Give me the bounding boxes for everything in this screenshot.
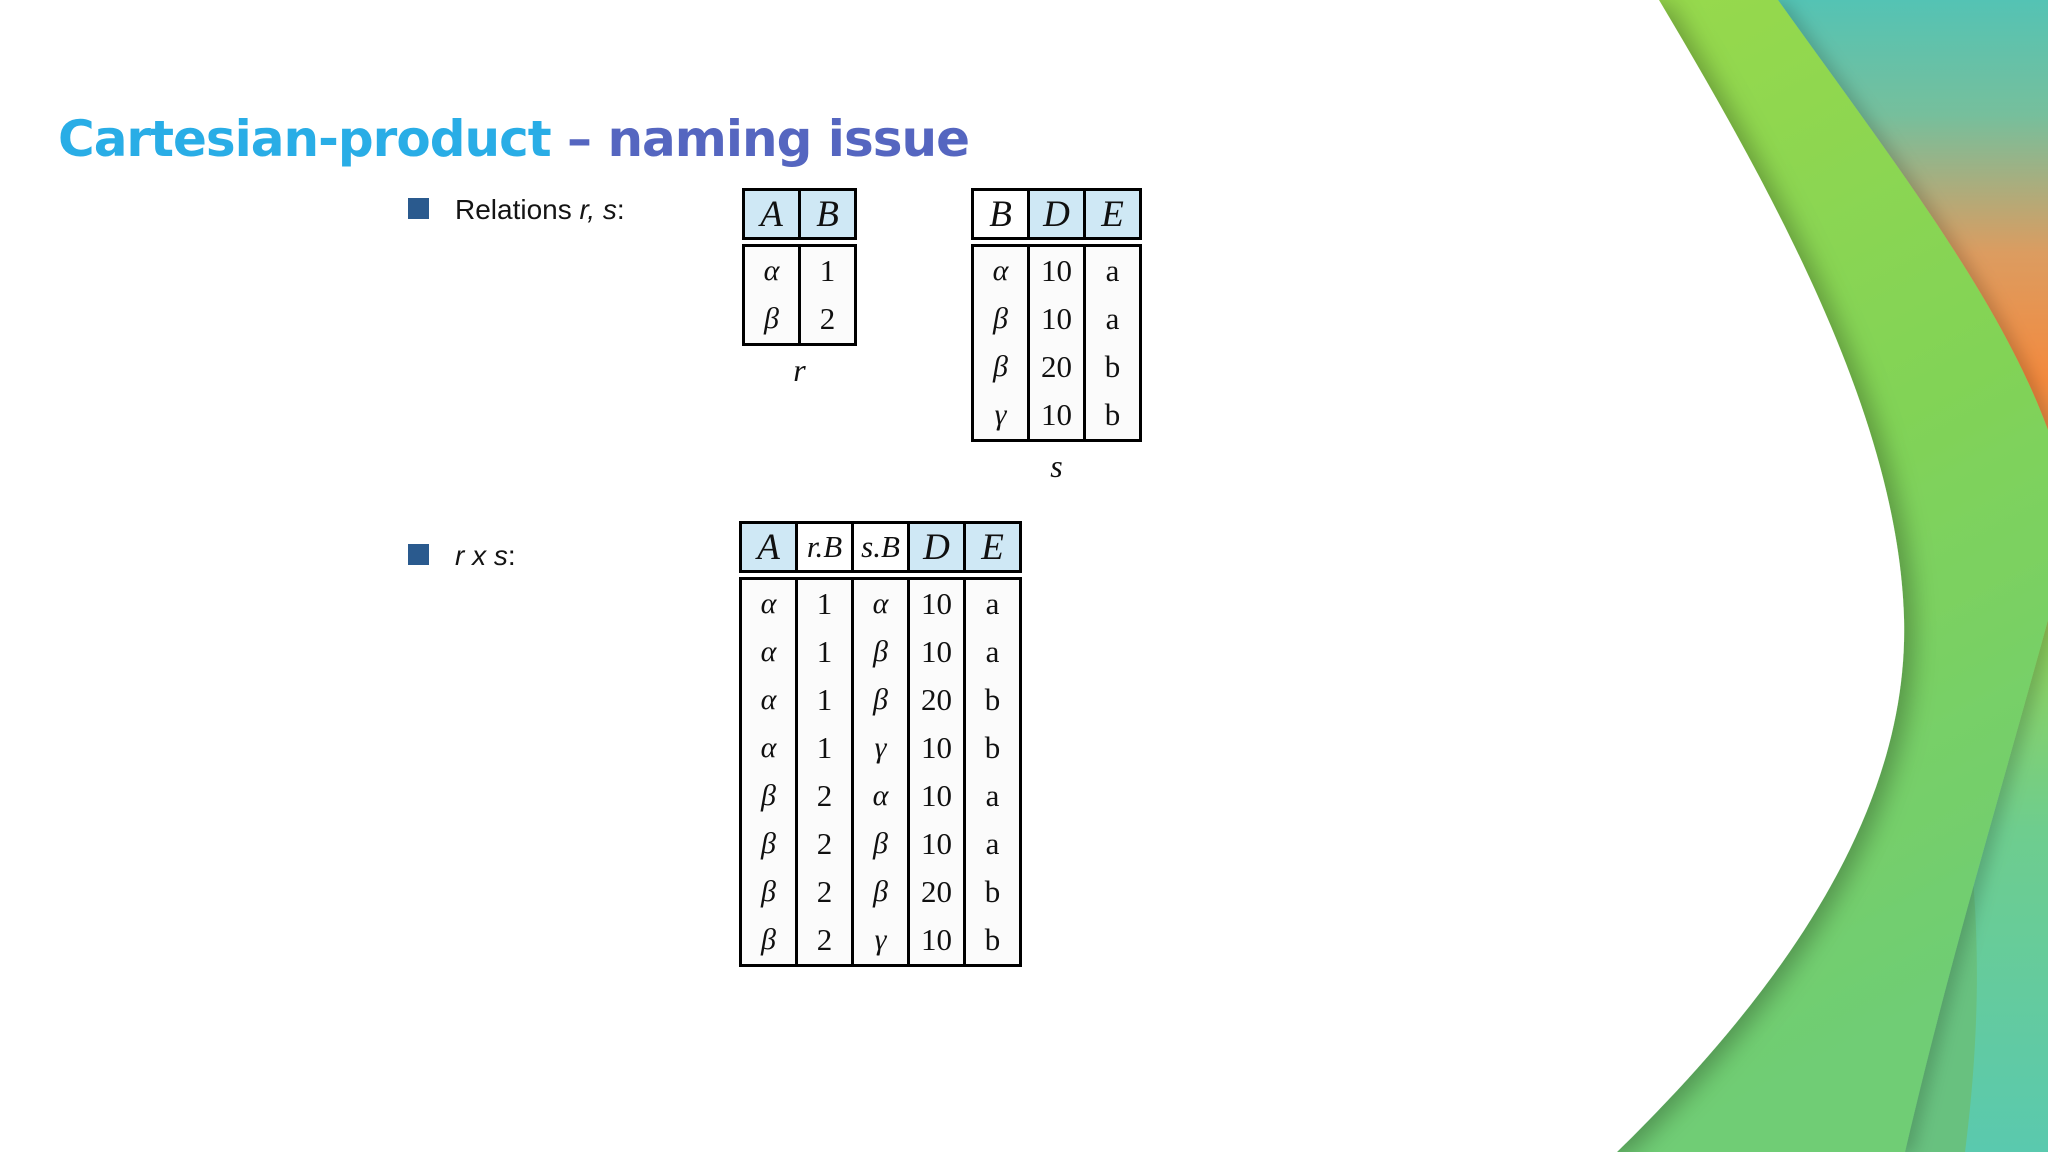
table-cell: 10: [910, 628, 963, 676]
table-cell: β: [974, 343, 1027, 391]
table-cell: 1: [801, 247, 854, 295]
table-cell: 1: [798, 580, 851, 628]
bullet-square-icon: [408, 544, 429, 565]
table-cell: 2: [798, 772, 851, 820]
title-primary: Cartesian-product: [58, 109, 568, 168]
column-header: D: [910, 524, 963, 570]
table-cell: 1: [798, 724, 851, 772]
table-cell: α: [742, 580, 795, 628]
table-cell: β: [742, 916, 795, 964]
table-cell: 10: [910, 916, 963, 964]
page-title: Cartesian-product – naming issue: [58, 114, 970, 164]
bullet-text: Relations: [455, 194, 580, 225]
table-cell: 20: [1030, 343, 1083, 391]
table-cell: b: [1086, 391, 1139, 439]
table-cell: a: [1086, 295, 1139, 343]
table-cell: β: [742, 772, 795, 820]
column-header: E: [966, 524, 1019, 570]
table-cell: γ: [854, 916, 907, 964]
table-cell: α: [742, 724, 795, 772]
table-cell: b: [966, 676, 1019, 724]
table-cell: 10: [910, 772, 963, 820]
column-header: A: [742, 524, 795, 570]
table-label: s: [1050, 448, 1063, 484]
slide-white-area: [0, 0, 1905, 1152]
table-cell: a: [966, 628, 1019, 676]
title-secondary: – naming issue: [567, 109, 970, 168]
bullet-text: :: [507, 540, 516, 571]
table-cell: β: [974, 295, 1027, 343]
table-cell: β: [742, 820, 795, 868]
bullet-text-italic: r, s: [579, 194, 617, 225]
table-cell: α: [745, 247, 798, 295]
column-header: A: [745, 191, 798, 237]
table-cell: 20: [910, 676, 963, 724]
table-cell: β: [854, 628, 907, 676]
table-cell: b: [966, 724, 1019, 772]
table-cell: 10: [1030, 247, 1083, 295]
table-cell: 10: [1030, 295, 1083, 343]
bullet-text: :: [616, 194, 625, 225]
table-cell: 2: [798, 868, 851, 916]
table-cell: α: [974, 247, 1027, 295]
column-header: E: [1086, 191, 1139, 237]
table-cell: β: [745, 295, 798, 343]
table-cell: γ: [974, 391, 1027, 439]
column-header: D: [1030, 191, 1083, 237]
table-label: r: [793, 352, 806, 388]
table-cell: 2: [798, 820, 851, 868]
table-cell: a: [966, 772, 1019, 820]
column-header: B: [974, 191, 1027, 237]
table-cell: 20: [910, 868, 963, 916]
table-cell: β: [742, 868, 795, 916]
table-cell: 10: [910, 580, 963, 628]
bullet-square-icon: [408, 198, 429, 219]
table-cell: a: [1086, 247, 1139, 295]
column-header: r.B: [798, 524, 851, 570]
table-cell: 10: [1030, 391, 1083, 439]
table-cell: γ: [854, 724, 907, 772]
table-cell: β: [854, 820, 907, 868]
table-cell: α: [742, 628, 795, 676]
table-cell: α: [742, 676, 795, 724]
table-cell: α: [854, 580, 907, 628]
table-cell: 1: [798, 676, 851, 724]
table-cell: β: [854, 868, 907, 916]
table-cell: β: [854, 676, 907, 724]
bullet-label-product: r x s:: [455, 539, 516, 573]
table-cell: b: [1086, 343, 1139, 391]
table-cell: a: [966, 820, 1019, 868]
table-cell: 10: [910, 820, 963, 868]
table-cell: b: [966, 868, 1019, 916]
table-cell: b: [966, 916, 1019, 964]
table-cell: 1: [798, 628, 851, 676]
column-header: s.B: [854, 524, 907, 570]
column-header: B: [801, 191, 854, 237]
bullet-label-relations: Relations r, s:: [455, 193, 625, 227]
table-cell: 10: [910, 724, 963, 772]
table-cell: a: [966, 580, 1019, 628]
table-cell: α: [854, 772, 907, 820]
table-cell: 2: [798, 916, 851, 964]
bullet-text-italic: r x s: [455, 540, 508, 571]
table-cell: 2: [801, 295, 854, 343]
